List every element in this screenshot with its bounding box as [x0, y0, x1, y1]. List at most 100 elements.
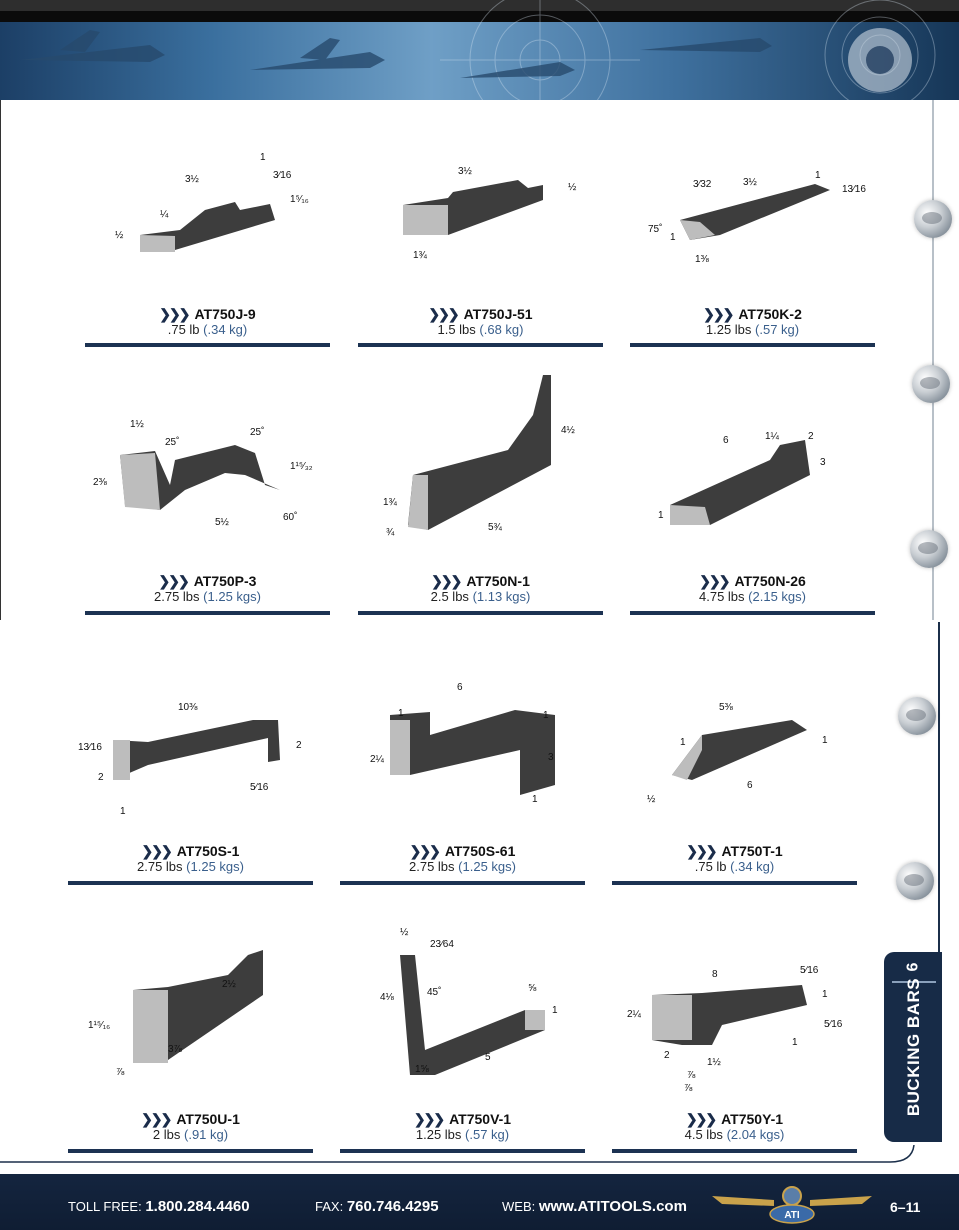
dimension-label: 2	[808, 431, 814, 442]
page-number: 6–11	[890, 1199, 921, 1215]
section-label: BUCKING BARS	[904, 977, 923, 1117]
globe-icon	[898, 697, 936, 735]
section-number-box	[892, 955, 936, 983]
product-name: ❯❯❯AT750S-1	[141, 843, 240, 859]
banner-artwork	[20, 0, 936, 100]
dimension-label: 1	[398, 708, 404, 719]
product-rule	[612, 881, 857, 885]
chevrons-icon: ❯❯❯	[685, 1111, 717, 1127]
chevrons-icon: ❯❯❯	[158, 573, 190, 589]
dimension-label: 1⁵⁄₁₆	[290, 194, 309, 205]
product-weight: 2.75 lbs (1.25 kgs)	[154, 589, 261, 604]
dimension-label: ½	[400, 927, 409, 938]
chevrons-icon: ❯❯❯	[409, 843, 441, 859]
website[interactable]: WEB: www.ATITOOLS.com	[502, 1198, 687, 1215]
dimension-label: 1½	[707, 1057, 722, 1068]
product-name: ❯❯❯AT750T-1	[686, 843, 783, 859]
chevrons-icon: ❯❯❯	[141, 1111, 172, 1127]
right-border-line-lower	[938, 622, 940, 952]
dimension-label: 1⅝	[415, 1064, 430, 1075]
dimension-label: 1	[543, 710, 549, 721]
dimension-label: 13⁄16	[78, 742, 102, 753]
dimension-label: ⅞	[687, 1070, 696, 1081]
product-caption: ❯❯❯AT750J-9.75 lb (.34 kg)	[85, 306, 330, 337]
dimension-label: 4⅛	[380, 992, 395, 1003]
footer: TOLL FREE: 1.800.284.4460 FAX: 760.746.4…	[0, 1174, 959, 1230]
dimension-label: 1	[260, 152, 266, 163]
globe-icon	[910, 530, 948, 568]
product-weight: 2 lbs (.91 kg)	[152, 1127, 229, 1142]
dimension-label: 1	[822, 989, 828, 1000]
dimension-label: 25˚	[250, 426, 264, 438]
dimension-label: 5⅜	[719, 702, 734, 713]
product-rule	[630, 611, 875, 615]
dimension-label: 2	[98, 772, 104, 783]
product-rule	[340, 881, 585, 885]
product-name: ❯❯❯AT750J-9	[159, 306, 256, 322]
dimension-label: 3½	[458, 166, 473, 177]
chevrons-icon: ❯❯❯	[699, 573, 730, 589]
chevrons-icon: ❯❯❯	[431, 573, 462, 589]
dimension-label: 1¼	[765, 430, 780, 442]
dimension-label: 60˚	[283, 511, 297, 523]
header-banner	[0, 0, 959, 100]
dimension-label: 1	[680, 737, 686, 748]
dimension-label: 1¹⁵⁄₁₆	[88, 1020, 110, 1031]
product-rule	[358, 343, 603, 347]
product-diagram: 3½½1¾	[403, 166, 577, 261]
dimension-label: 3⁄32	[693, 179, 712, 190]
footer-curve	[0, 1145, 915, 1163]
dimension-label: 3⁄16	[273, 170, 292, 181]
right-border-line	[932, 100, 934, 620]
dimension-label: 2½	[222, 979, 237, 990]
dimension-label: ¼	[160, 208, 169, 220]
dimension-label: 3	[548, 752, 554, 763]
left-border-line	[0, 100, 1, 620]
product-name: ❯❯❯AT750U-1	[141, 1111, 240, 1127]
dimension-label: 5	[485, 1052, 491, 1063]
chevrons-icon: ❯❯❯	[703, 306, 734, 322]
product-weight: 1.5 lbs (.68 kg)	[437, 322, 524, 337]
product-weight: 2.75 lbs (1.25 kgs)	[137, 859, 244, 874]
dimension-label: ⅞	[684, 1083, 693, 1094]
chevrons-icon: ❯❯❯	[686, 843, 717, 859]
product-weight: 4.5 lbs (2.04 kgs)	[684, 1127, 785, 1142]
dimension-label: 2	[296, 740, 302, 751]
dimension-label: 1	[658, 510, 664, 521]
product-name: ❯❯❯AT750V-1	[413, 1111, 512, 1127]
dimension-label: 3½	[743, 177, 758, 188]
svg-text:ATI: ATI	[784, 1210, 800, 1221]
dimension-label: ¾	[386, 527, 395, 538]
section-tab: 6 BUCKING BARS	[884, 952, 942, 1142]
dimension-label: 2¼	[627, 1008, 642, 1020]
product-caption: ❯❯❯AT750T-1.75 lb (.34 kg)	[612, 843, 857, 874]
dimension-label: 1⅜	[695, 254, 710, 265]
banner-top-bar	[0, 0, 959, 11]
product-name: ❯❯❯AT750N-1	[431, 573, 530, 589]
dimension-label: 75˚	[648, 223, 662, 235]
dimension-label: 5¾	[488, 522, 503, 533]
product-weight: 2.5 lbs (1.13 kgs)	[430, 589, 531, 604]
